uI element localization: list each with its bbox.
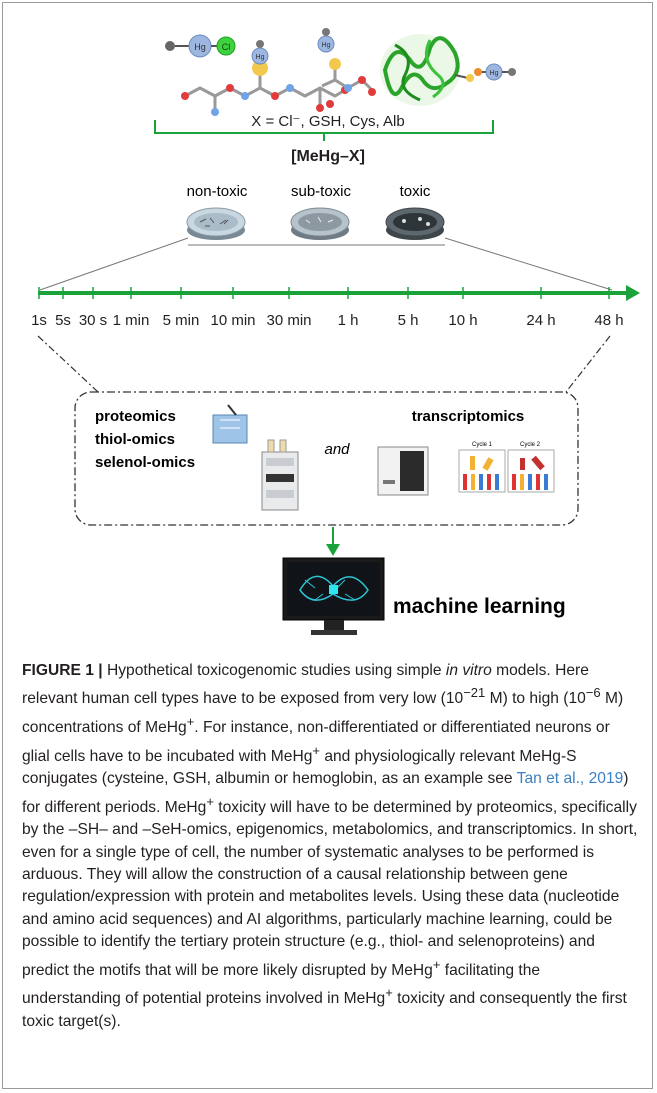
- caption-italic: in vitro: [445, 662, 492, 679]
- cycle-1-label: Cycle 1: [472, 442, 493, 448]
- and-connector: and: [324, 441, 350, 458]
- petri-dish-non-toxic: [186, 207, 246, 240]
- sample-plate-icon: [212, 404, 248, 444]
- caption-text: and physiologically relevant MeHg-S conj…: [22, 747, 577, 788]
- x-bracket: [154, 120, 494, 141]
- timeline-tick-label: 1 h: [338, 312, 359, 329]
- timeline-tick-label: 30 s: [79, 312, 107, 329]
- timeline-tick-label: 10 h: [448, 312, 477, 329]
- dish-label-sub-toxic: sub-toxic: [291, 183, 352, 200]
- hg-atom-label: Hg: [194, 42, 206, 52]
- timeline-tick-label: 10 min: [210, 312, 255, 329]
- timeline-arrowhead: [626, 285, 640, 301]
- timeline-to-omics-lines: [37, 335, 611, 393]
- hg-atom-label: Hg: [490, 70, 499, 77]
- figure-diagram: Hg Cl Hg Hg: [31, 28, 640, 635]
- timeline-tick-label: 48 h: [594, 312, 623, 329]
- caption-superscript: +: [312, 742, 320, 758]
- caption-text: M) to high (10: [485, 690, 586, 708]
- caption-text: Hypothetical toxicogenomic studies using…: [102, 662, 446, 679]
- petri-dish-toxic: [385, 207, 445, 240]
- caption-superscript: +: [206, 793, 214, 809]
- hplc-instrument-icon: [261, 439, 299, 511]
- caption-superscript: +: [432, 956, 441, 972]
- hg-atom-label: Hg: [322, 42, 331, 49]
- omics-box: [74, 391, 579, 526]
- cycle-2-label: Cycle 2: [520, 442, 541, 448]
- proteomics-label: proteomics: [95, 408, 176, 425]
- timeline-tick-label: 30 min: [266, 312, 311, 329]
- thiol-omics-label: thiol-omics: [95, 431, 175, 448]
- caption-text: M) concentrations of MeHg: [22, 690, 624, 737]
- caption-text: models. Here relevant human cell types h…: [22, 662, 589, 708]
- caption-text: toxicity will have to be determined by p…: [22, 798, 638, 979]
- timeline-tick-label: 1 min: [113, 312, 150, 329]
- sequencing-cycles-icon: Cycle 1 Cycle 2: [458, 442, 555, 493]
- dish-label-toxic: toxic: [400, 183, 431, 200]
- caption-text: facilitating the understanding of potent…: [22, 961, 541, 1008]
- arrow-down-icon: [326, 544, 340, 556]
- transcriptomics-label: transcriptomics: [412, 408, 525, 425]
- mehg-cl-molecule: Hg Cl: [165, 34, 236, 58]
- caption-text: . For instance, non-differentiated or di…: [22, 719, 610, 765]
- citation-link[interactable]: Tan et al., 2019: [516, 770, 624, 788]
- albumin-protein: Hg: [380, 34, 516, 106]
- caption-label: FIGURE 1 |: [22, 662, 103, 679]
- timeline-tick-label: 24 h: [526, 312, 555, 329]
- caption-text: ) for different periods. MeHg: [22, 770, 629, 816]
- caption-superscript: +: [186, 714, 195, 729]
- cys-molecule: Hg: [317, 28, 376, 108]
- caption-superscript: −6: [585, 685, 601, 701]
- sequencer-icon: [377, 446, 429, 496]
- x-definition-text: X = Cl⁻, GSH, Cys, Alb: [251, 113, 404, 130]
- hg-atom-label: Hg: [256, 54, 265, 61]
- dish-label-non-toxic: non-toxic: [187, 183, 248, 200]
- timeline-tick-label: 5s: [55, 312, 71, 329]
- caption-superscript: +: [385, 985, 393, 1001]
- timeline-tick-label: 5 h: [398, 312, 419, 329]
- caption-superscript: −21: [463, 685, 486, 701]
- petri-dish-sub-toxic: [290, 207, 350, 240]
- figure-caption: FIGURE 1 | Hypothetical toxicogenomic st…: [22, 660, 640, 1033]
- selenol-omics-label: selenol-omics: [95, 454, 195, 471]
- dish-to-timeline-lines: [39, 237, 613, 291]
- cl-atom-label: Cl: [222, 42, 231, 52]
- timeline-tick-label: 1s: [31, 312, 47, 329]
- caption-text: toxicity and consequently the first toxi…: [22, 990, 627, 1030]
- timeline: 1s 5s 30 s 1 min 5 min 10 min 30 min 1 h 5 h 10 h…: [31, 285, 640, 329]
- timeline-tick-label: 5 min: [163, 312, 200, 329]
- gsh-atoms: Hg: [181, 40, 349, 116]
- monitor-icon: [282, 557, 385, 635]
- machine-learning-label: machine learning: [393, 595, 566, 618]
- mehg-x-species-label: [MeHg–X]: [291, 148, 365, 165]
